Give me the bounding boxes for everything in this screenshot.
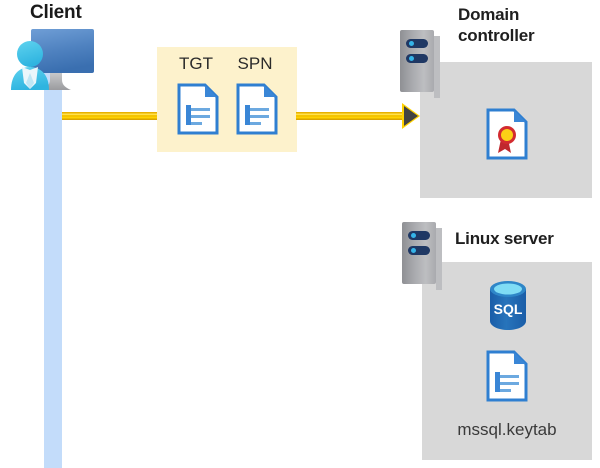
token-message-box: TGT SPN	[157, 47, 297, 152]
spn-document-icon	[236, 83, 278, 140]
client-lifeline	[44, 72, 62, 468]
request-arrow-segment-left	[62, 112, 158, 120]
svg-text:SQL: SQL	[494, 301, 523, 317]
rack-led-icon	[406, 39, 428, 48]
certificate-icon	[486, 108, 528, 165]
spn-label: SPN	[237, 54, 273, 73]
domain-controller-server-rack-icon	[400, 30, 440, 98]
rack-led-icon	[406, 54, 428, 63]
rack-led-icon	[408, 231, 430, 240]
keytab-document-icon	[486, 350, 528, 407]
linux-server-title: Linux server	[455, 229, 554, 248]
rack-led-icon	[408, 246, 430, 255]
request-arrow-segment-right	[296, 112, 408, 120]
tgt-document-icon	[177, 83, 219, 140]
domain-controller-title: Domain controller	[458, 5, 535, 45]
tgt-label: TGT	[179, 54, 213, 73]
sql-database-icon: SQL	[484, 278, 532, 337]
client-label: Client	[30, 2, 82, 23]
user-computer-icon	[6, 26, 98, 100]
request-arrow-head-icon	[404, 106, 418, 126]
linux-server-server-rack-icon	[402, 222, 442, 290]
keytab-filename-label: mssql.keytab	[457, 420, 557, 439]
